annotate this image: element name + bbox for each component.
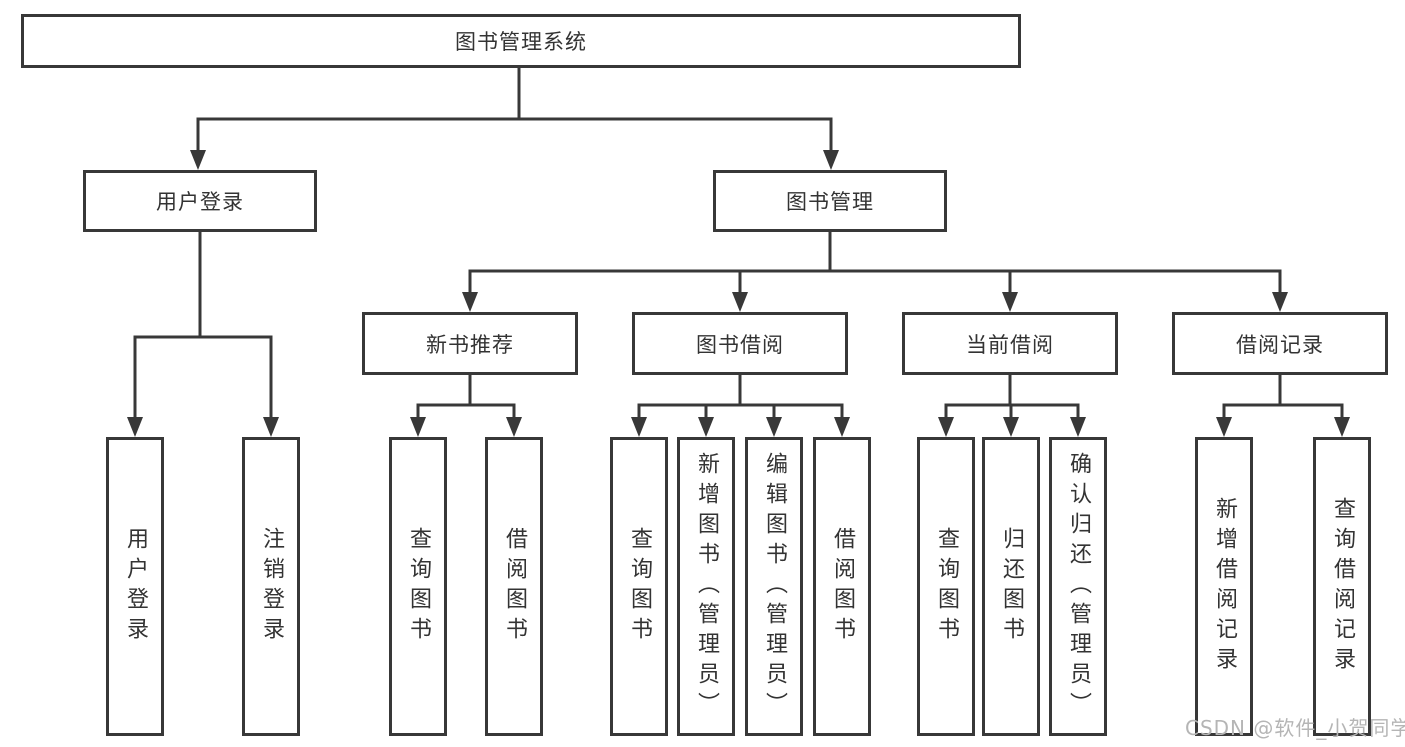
node-new-book-recommendation: 新书推荐 [362,312,578,375]
leaf-query-books-borrow: 查询图书 [610,437,668,736]
csdn-watermark: CSDN @软件_小贺同学 [1185,716,1405,740]
node-user-login-label: 用户登录 [156,190,244,214]
leaf-logout-login-label: 注销登录 [259,526,284,647]
leaf-query-books-recommend: 查询图书 [389,437,447,736]
connector-user-login-subtree [133,231,273,423]
leaf-return-books-label: 归还图书 [999,526,1024,647]
leaf-edit-books-admin: 编辑图书（管理员） [745,437,803,736]
leaf-add-books-admin: 新增图书（管理员） [677,437,735,736]
leaf-add-borrow-record-label: 新增借阅记录 [1212,496,1237,677]
leaf-user-login-label: 用户登录 [123,526,148,647]
leaf-edit-books-admin-label: 编辑图书（管理员） [762,451,787,722]
node-borrowing-records: 借阅记录 [1172,312,1388,375]
connector-book-management-subtree [468,231,1282,297]
leaf-borrow-books-recommend-label: 借阅图书 [502,526,527,647]
node-new-book-recommendation-label: 新书推荐 [426,332,514,357]
leaf-query-books-recommend-label: 查询图书 [406,526,431,647]
node-book-borrowing-label: 图书借阅 [696,332,784,357]
leaf-query-borrow-record: 查询借阅记录 [1313,437,1371,736]
node-borrowing-records-label: 借阅记录 [1236,332,1324,357]
leaf-query-books-current-label: 查询图书 [934,526,959,647]
leaf-query-books-current: 查询图书 [917,437,975,736]
node-current-borrowing: 当前借阅 [902,312,1118,375]
leaf-add-books-admin-label: 新增图书（管理员） [694,451,719,722]
connector-borrowing-subtree [637,374,844,422]
connector-recommend-subtree [416,374,516,422]
node-book-management: 图书管理 [713,170,947,232]
node-user-login: 用户登录 [83,170,317,232]
leaf-logout-login: 注销登录 [242,437,300,736]
leaf-add-borrow-record: 新增借阅记录 [1195,437,1253,736]
leaf-query-books-borrow-label: 查询图书 [627,526,652,647]
leaf-user-login: 用户登录 [106,437,164,736]
leaf-borrow-books-recommend: 借阅图书 [485,437,543,736]
connector-current-subtree [944,374,1080,422]
leaf-return-books: 归还图书 [982,437,1040,736]
connector-level1 [196,117,833,156]
leaf-confirm-return-admin: 确认归还（管理员） [1049,437,1107,736]
node-current-borrowing-label: 当前借阅 [966,332,1054,357]
leaf-borrow-books-borrow: 借阅图书 [813,437,871,736]
node-book-borrowing: 图书借阅 [632,312,848,375]
node-book-management-label: 图书管理 [786,190,874,214]
leaf-query-borrow-record-label: 查询借阅记录 [1330,496,1355,677]
leaf-confirm-return-admin-label: 确认归还（管理员） [1066,451,1091,722]
node-library-system-label: 图书管理系统 [455,30,587,54]
node-library-system: 图书管理系统 [21,14,1021,68]
connector-records-subtree [1222,374,1344,422]
leaf-borrow-books-borrow-label: 借阅图书 [830,526,855,647]
